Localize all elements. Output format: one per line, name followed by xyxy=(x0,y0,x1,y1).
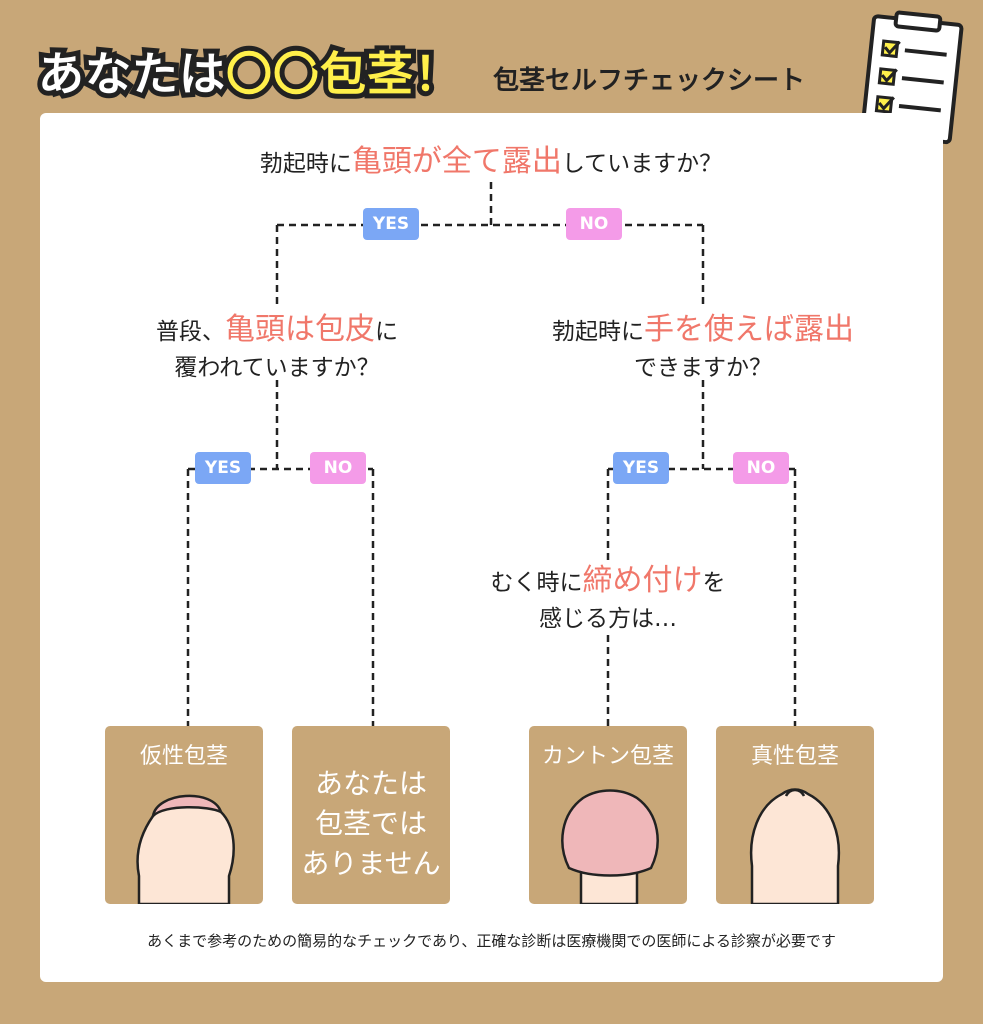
question-4: むく時に締め付けを 感じる方は… xyxy=(490,563,726,632)
result-label: カントン包茎 xyxy=(541,744,674,769)
page-subtitle: 包茎セルフチェックシート xyxy=(493,66,806,96)
illustration-pseudo xyxy=(136,794,235,904)
result-box-paraphimosis: カントン包茎 xyxy=(529,726,687,904)
result-text-line: ありません xyxy=(301,847,441,880)
result-box-normal: あなたは 包茎では ありません xyxy=(292,726,450,904)
result-text-line: あなたは xyxy=(314,767,427,800)
title-exclaim: ！ xyxy=(409,42,465,106)
result-label: 真性包茎 xyxy=(750,744,839,769)
result-box-true-phimosis: 真性包茎 xyxy=(716,726,874,904)
illustration-true-phimosis xyxy=(749,788,841,904)
title-prefix: あなたは xyxy=(33,42,230,106)
title-word: 包茎 xyxy=(315,42,418,106)
result-label: 仮性包茎 xyxy=(139,744,228,769)
footnote-disclaimer: あくまで参考のための簡易的なチェックであり、正確な診断は医療機関での医師による診… xyxy=(147,932,836,950)
title-circles: 〇〇 xyxy=(221,42,324,106)
no-badge-q1: NO xyxy=(566,208,622,240)
yes-badge-q2: YES xyxy=(195,452,251,484)
no-badge-q2: NO xyxy=(310,452,366,484)
result-box-pseudo-phimosis: 仮性包茎 xyxy=(105,726,263,904)
yes-badge-q1: YES xyxy=(363,208,419,240)
no-badge-q3: NO xyxy=(733,452,789,484)
result-text-line: 包茎では xyxy=(314,807,427,840)
page-title: あなたは〇〇包茎！ xyxy=(33,38,465,106)
checklist-icon xyxy=(860,10,964,145)
question-2: 普段、亀頭は包皮に 覆われていますか？ xyxy=(156,312,398,381)
question-3: 勃起時に手を使えば露出 できますか？ xyxy=(552,312,854,381)
question-1: 勃起時に亀頭が全て露出していますか？ xyxy=(259,144,723,179)
illustration-paraphimosis xyxy=(561,789,659,904)
yes-badge-q3: YES xyxy=(613,452,669,484)
